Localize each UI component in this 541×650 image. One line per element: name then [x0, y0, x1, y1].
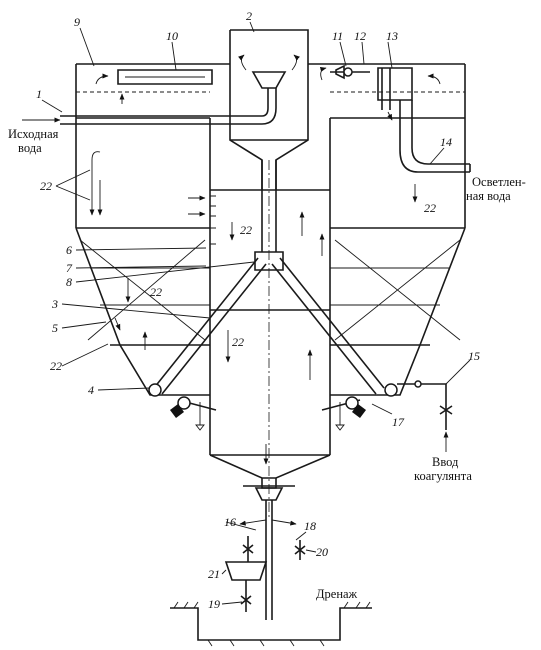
label-drainage: Дренаж [316, 587, 358, 601]
central-column [188, 29, 331, 520]
part-number-21: 21 [208, 567, 220, 581]
label-coagulant-line1: Ввод [432, 455, 459, 469]
label-source-water-line2: вода [18, 141, 42, 155]
part-number-4: 4 [88, 383, 94, 397]
part-number-12: 12 [354, 29, 366, 43]
part-number-8: 8 [66, 275, 72, 289]
part-number-16: 16 [224, 515, 236, 529]
coagulant-line [397, 380, 453, 452]
drain-assembly [170, 478, 372, 647]
part-number-15: 15 [468, 349, 480, 363]
part-number-22d: 22 [150, 285, 162, 299]
label-clarified-water-line2: ная вода [466, 189, 511, 203]
part-number-3: 3 [51, 297, 58, 311]
label-clarified-water-line1: Осветлен- [472, 175, 526, 189]
label-coagulant-line2: коагулянта [414, 469, 472, 483]
part-number-11: 11 [332, 29, 343, 43]
outlet-assembly [319, 64, 471, 203]
part-number-22a: 22 [40, 179, 52, 193]
part-number-19: 19 [208, 597, 220, 611]
outer-tank [75, 63, 466, 396]
part-number-22f: 22 [424, 201, 436, 215]
part-number-6: 6 [66, 243, 72, 257]
flow-arrows [89, 151, 325, 465]
top-collector [76, 54, 465, 104]
part-number-14: 14 [440, 135, 452, 149]
part-number-2: 2 [246, 9, 252, 23]
part-number-22b: 22 [50, 359, 62, 373]
part-number-labels: 1 2 3 4 5 6 7 8 9 10 11 12 13 14 15 16 1… [36, 9, 480, 611]
part-number-20: 20 [316, 545, 328, 559]
leader-lines [41, 21, 471, 605]
part-number-13: 13 [386, 29, 398, 43]
part-number-10: 10 [166, 29, 178, 43]
part-number-9: 9 [74, 15, 80, 29]
text-labels: Исходная вода Осветлен- ная вода Ввод ко… [8, 127, 526, 601]
part-number-1: 1 [36, 87, 42, 101]
part-number-22c: 22 [240, 223, 252, 237]
inlet-pipe [22, 88, 277, 125]
part-number-22e: 22 [232, 335, 244, 349]
part-number-7: 7 [66, 261, 73, 275]
sludge-diagonal-pipes [148, 257, 398, 431]
part-number-17: 17 [392, 415, 405, 429]
part-number-18: 18 [304, 519, 316, 533]
label-source-water-line1: Исходная [8, 127, 59, 141]
part-number-5: 5 [52, 321, 58, 335]
